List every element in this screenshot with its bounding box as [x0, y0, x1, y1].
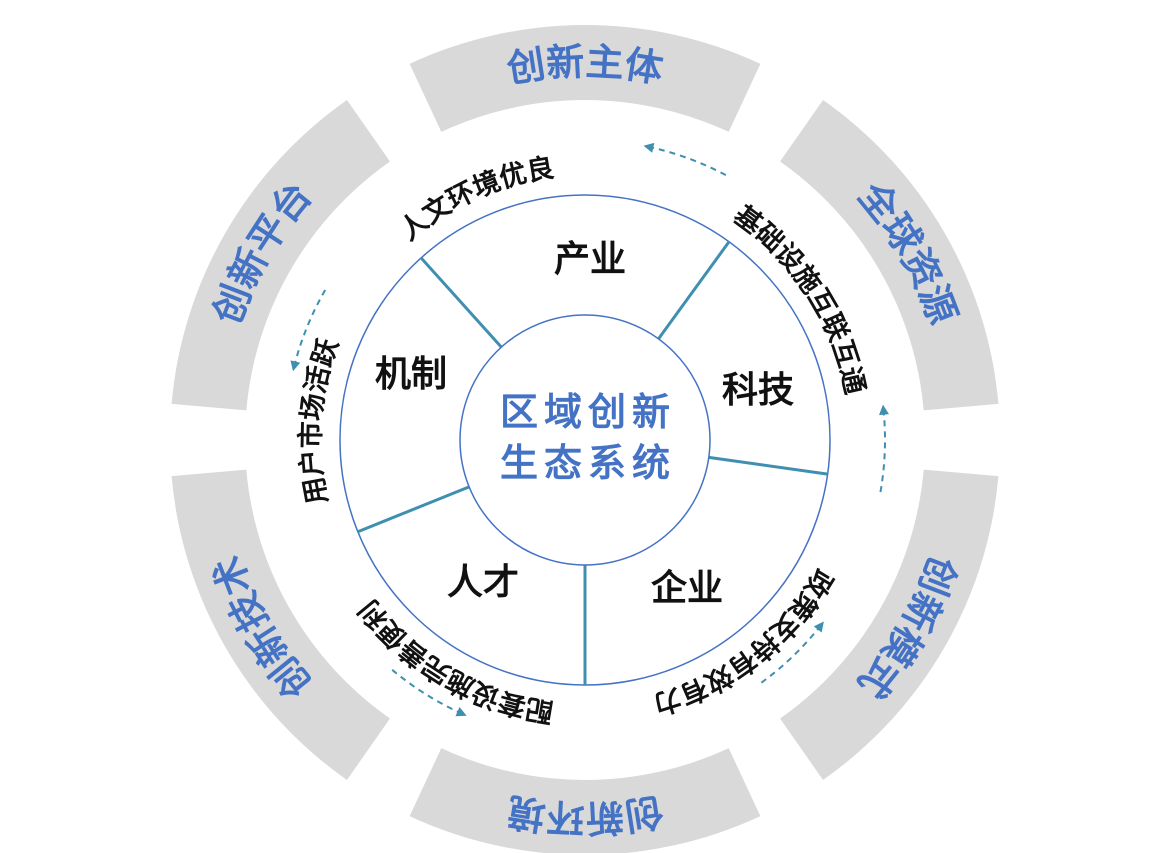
sector-divider — [657, 240, 731, 340]
sector-label-talent: 人才 — [447, 562, 519, 603]
center-title-line1: 区域创新 — [500, 390, 676, 434]
ring-label-user-market: 用户市场活跃 — [295, 334, 345, 506]
sector-label-technology: 科技 — [722, 370, 794, 411]
outer-segment — [171, 469, 390, 780]
sector-label-industry: 产业 — [554, 239, 626, 280]
sector-label-mechanism: 机制 — [375, 354, 447, 395]
outer-segment — [171, 100, 390, 411]
flow-arrowhead-icon — [290, 360, 301, 372]
flow-arrowhead-icon — [643, 142, 655, 153]
flow-arrows — [290, 142, 889, 717]
sector-divider — [708, 455, 828, 476]
flow-arrowhead-icon — [879, 404, 889, 416]
sector-labels: 产业 科技 企业 人才 机制 — [375, 239, 794, 609]
sector-dividers — [357, 240, 828, 685]
outer-segment — [409, 748, 761, 853]
outer-segment — [409, 24, 761, 132]
flow-arrow-line — [647, 145, 727, 177]
outer-segment — [780, 469, 999, 780]
flow-arrowhead-icon — [813, 621, 824, 633]
flow-arrowhead-icon — [455, 707, 467, 717]
outer-segment — [780, 100, 999, 411]
sector-divider — [357, 485, 470, 534]
center-title: 区域创新 生态系统 — [500, 390, 676, 485]
sector-label-enterprise: 企业 — [651, 567, 723, 609]
inner-circle — [459, 314, 711, 566]
outer-ring — [171, 24, 999, 853]
flow-arrow-line — [879, 408, 886, 493]
center-title-line2: 生态系统 — [500, 441, 676, 485]
sector-divider — [419, 256, 503, 349]
